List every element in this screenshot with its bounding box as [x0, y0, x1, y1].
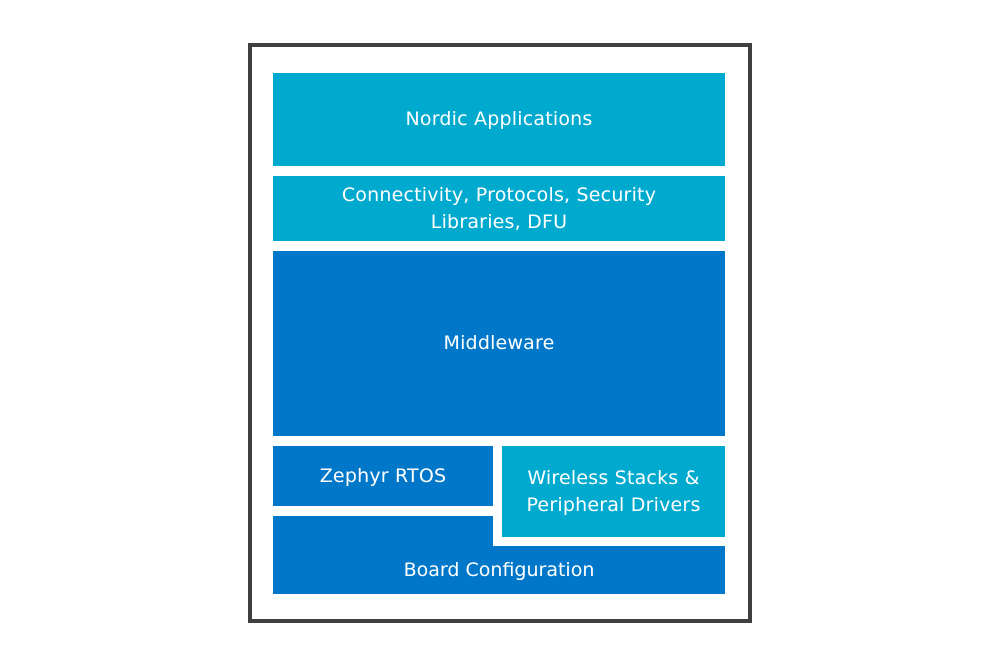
board-configuration-label: Board Configuration	[403, 559, 595, 581]
nordic-applications-label: Nordic Applications	[405, 108, 593, 130]
wireless-label-line1: Wireless Stacks &	[527, 466, 700, 489]
connectivity-label-line1: Connectivity, Protocols, Security	[341, 183, 657, 206]
wireless-stacks-layer: Wireless Stacks & Peripheral Drivers	[502, 446, 725, 537]
nordic-applications-layer: Nordic Applications	[273, 73, 725, 166]
middleware-label: Middleware	[443, 332, 555, 354]
middleware-layer: Middleware	[273, 251, 725, 436]
zephyr-rtos-layer: Zephyr RTOS	[273, 446, 493, 506]
zephyr-rtos-label: Zephyr RTOS	[319, 464, 447, 487]
connectivity-label-line2: Libraries, DFU	[430, 210, 568, 233]
wireless-label-line2: Peripheral Drivers	[526, 493, 701, 516]
board-configuration-layer	[273, 546, 725, 594]
connectivity-layer: Connectivity, Protocols, Security Librar…	[273, 176, 725, 241]
